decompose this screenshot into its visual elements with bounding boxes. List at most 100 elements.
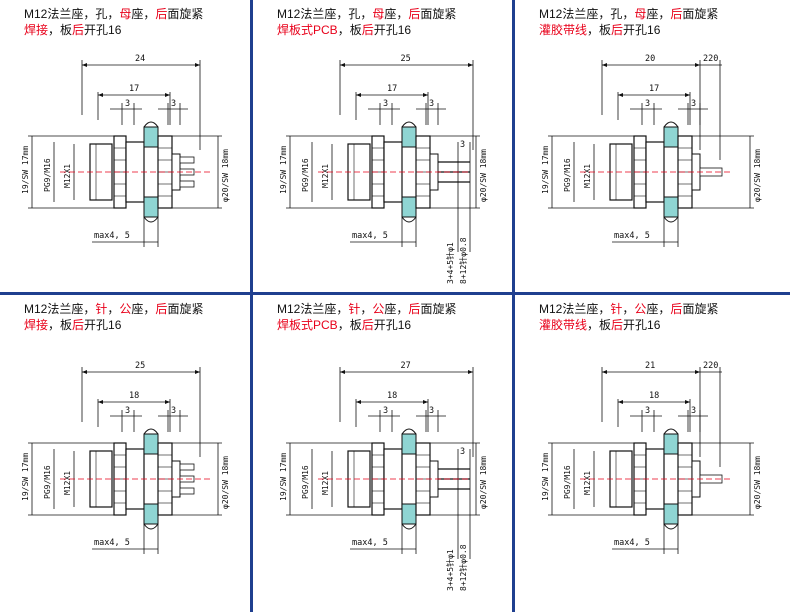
title-highlight: 后	[155, 7, 168, 21]
panel-wall-top	[143, 433, 159, 455]
dimension-arrow	[695, 63, 700, 67]
dim-panel-thickness: max4, 5	[94, 231, 130, 241]
dim-pin-length: 3	[460, 140, 465, 150]
dimension-arrow	[602, 63, 607, 67]
title-highlight: 焊板式PCB	[277, 23, 338, 37]
dimension-arrow	[82, 63, 87, 67]
dim-nut2-width: 3	[429, 406, 434, 416]
title-highlight: 后	[72, 23, 85, 37]
panel-wall-break	[401, 121, 417, 128]
title-text: 座，	[646, 302, 671, 316]
dim-pg-thread: PG9/M16	[301, 158, 310, 192]
title-highlight: 公	[372, 302, 385, 316]
dimension-arrow	[685, 93, 690, 97]
title-text: 座，	[646, 7, 671, 21]
dim-pg-thread: PG9/M16	[43, 158, 52, 192]
panel-title-line-1: M12法兰座，针，公座，后面旋紧	[24, 301, 203, 317]
dimension-arrow	[340, 370, 345, 374]
dim-cable-tail: 220	[703, 361, 718, 371]
dimension-arrow	[82, 370, 87, 374]
solder-cup	[179, 156, 195, 164]
dim-flange-diameter: φ20/SW 18mm	[479, 149, 488, 202]
title-highlight: 后	[361, 23, 374, 37]
panel-title-line-2: 焊板式PCB，板后开孔16	[277, 22, 456, 38]
title-text: ，	[360, 302, 373, 316]
dim-pg-thread: PG9/M16	[43, 465, 52, 499]
panel-wall-break	[143, 428, 159, 435]
panel-wall-bottom	[663, 196, 679, 218]
panel-wall-break	[663, 216, 679, 223]
dim-coupling-thread: M12X1	[321, 471, 330, 495]
title-highlight: 焊板式PCB	[277, 318, 338, 332]
title-highlight: 后	[670, 302, 683, 316]
dimension-arrow	[356, 400, 361, 404]
panel-wall-top	[401, 126, 417, 148]
title-text: 面旋紧	[167, 302, 204, 316]
title-text: ，	[622, 302, 635, 316]
title-highlight: 后	[611, 318, 624, 332]
title-highlight: 后	[408, 302, 421, 316]
title-text: 面旋紧	[682, 7, 719, 21]
dim-panel-thickness: max4, 5	[614, 231, 650, 241]
title-text: ，板	[587, 318, 612, 332]
dim-pin-length: 3	[460, 447, 465, 457]
dimension-arrow	[685, 400, 690, 404]
panel-title: M12法兰座，针，公座，后面旋紧焊接，板后开孔16	[24, 301, 203, 333]
title-text: ，	[107, 302, 120, 316]
grid-divider-h	[0, 292, 790, 295]
title-highlight: 后	[361, 318, 374, 332]
panel-wall-break	[663, 523, 679, 530]
panel-title: M12法兰座，孔，母座，后面旋紧焊接，板后开孔16	[24, 6, 203, 38]
dim-coupling-thread: M12X1	[63, 164, 72, 188]
dim-thread-size: 19/SW 17mm	[279, 453, 288, 501]
panel-wall-top	[663, 433, 679, 455]
title-highlight: 灌胶带线	[539, 23, 588, 37]
dim-thread-size: 19/SW 17mm	[279, 146, 288, 194]
panel-wall-break	[401, 523, 417, 530]
title-highlight: 母	[372, 7, 385, 21]
dim-overall-length: 21	[645, 361, 655, 371]
dim-pin-spec-2: 8+12针φ0.8	[458, 544, 468, 591]
dim-pin-spec-2: 8+12针φ0.8	[458, 237, 468, 284]
title-highlight: 后	[670, 7, 683, 21]
title-highlight: 后	[72, 318, 85, 332]
title-text: ，板	[337, 23, 362, 37]
connector-body	[609, 428, 723, 530]
solder-cup	[179, 487, 195, 495]
dim-panel-thickness: max4, 5	[352, 231, 388, 241]
panel-wall-break	[663, 121, 679, 128]
title-highlight: 针	[348, 302, 361, 316]
title-highlight: 后	[408, 7, 421, 21]
title-highlight: 母	[634, 7, 647, 21]
dimension-arrow	[195, 63, 200, 67]
dim-pg-thread: PG9/M16	[563, 465, 572, 499]
panel-wall-top	[401, 433, 417, 455]
dimension-arrow	[468, 370, 473, 374]
dim-panel-thickness: max4, 5	[94, 538, 130, 548]
title-text: M12法兰座，孔，	[539, 7, 635, 21]
dim-body-length: 17	[129, 84, 139, 94]
title-text: ，板	[48, 318, 73, 332]
title-highlight: 公	[119, 302, 132, 316]
grid-divider-v1	[250, 0, 253, 612]
dim-nut2-width: 3	[691, 99, 696, 109]
dimension-arrow	[468, 63, 473, 67]
dim-flange-diameter: φ20/SW 18mm	[753, 456, 762, 509]
dim-panel-thickness: max4, 5	[614, 538, 650, 548]
dim-nut-width: 3	[645, 99, 650, 109]
dim-flange-diameter: φ20/SW 18mm	[221, 456, 230, 509]
panel-title: M12法兰座，孔，母座，后面旋紧灌胶带线，板后开孔16	[539, 6, 718, 38]
dim-flange-diameter: φ20/SW 18mm	[479, 456, 488, 509]
dim-nut2-width: 3	[691, 406, 696, 416]
title-text: 开孔16	[373, 318, 412, 332]
dimension-arrow	[98, 93, 103, 97]
dim-pin-spec-1: 3+4+5针φ1	[445, 549, 455, 591]
dim-body-length: 17	[649, 84, 659, 94]
